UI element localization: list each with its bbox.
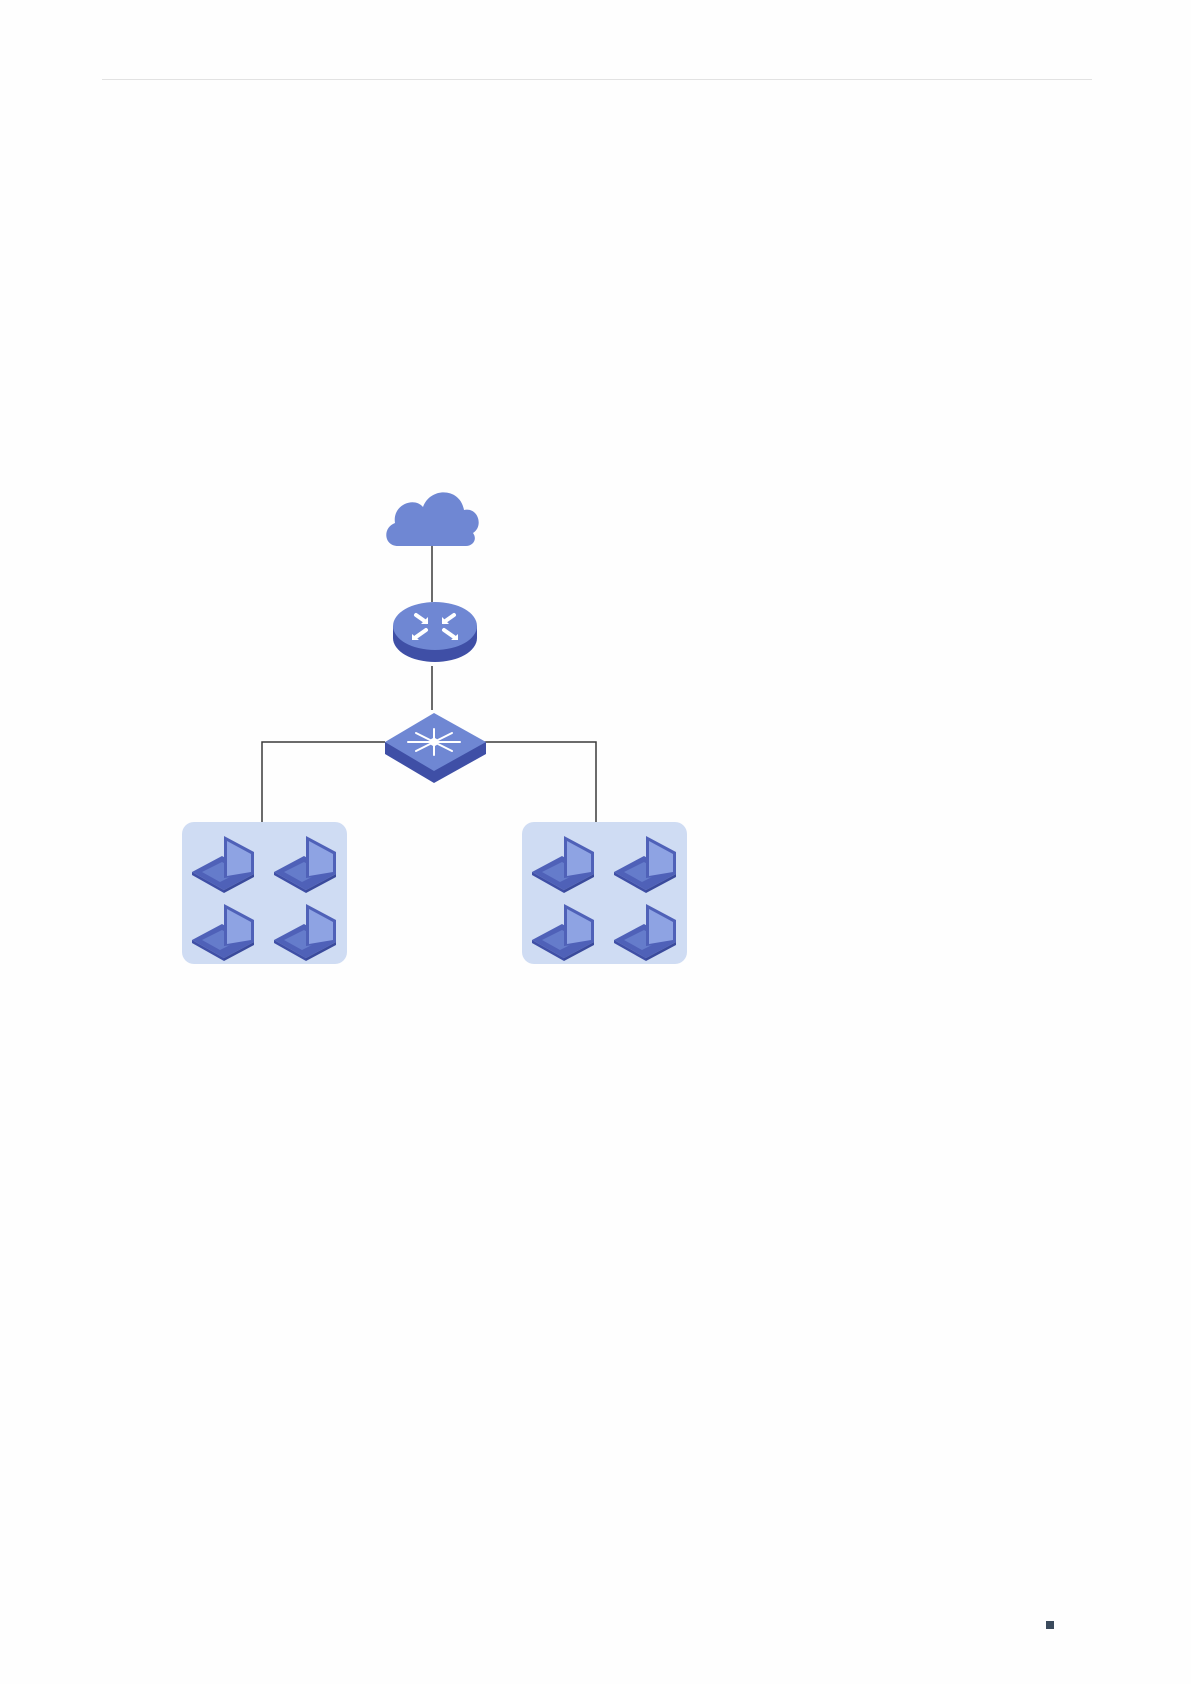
cloud-icon xyxy=(386,492,478,546)
link-lines xyxy=(262,546,596,822)
router-icon xyxy=(393,602,477,662)
laptop-group-left xyxy=(182,822,347,964)
laptop-group-right xyxy=(522,822,687,964)
page-marker xyxy=(1046,1621,1054,1629)
link-switch-left-group xyxy=(262,742,385,822)
link-switch-right-group xyxy=(481,742,596,822)
switch-icon xyxy=(385,713,486,783)
